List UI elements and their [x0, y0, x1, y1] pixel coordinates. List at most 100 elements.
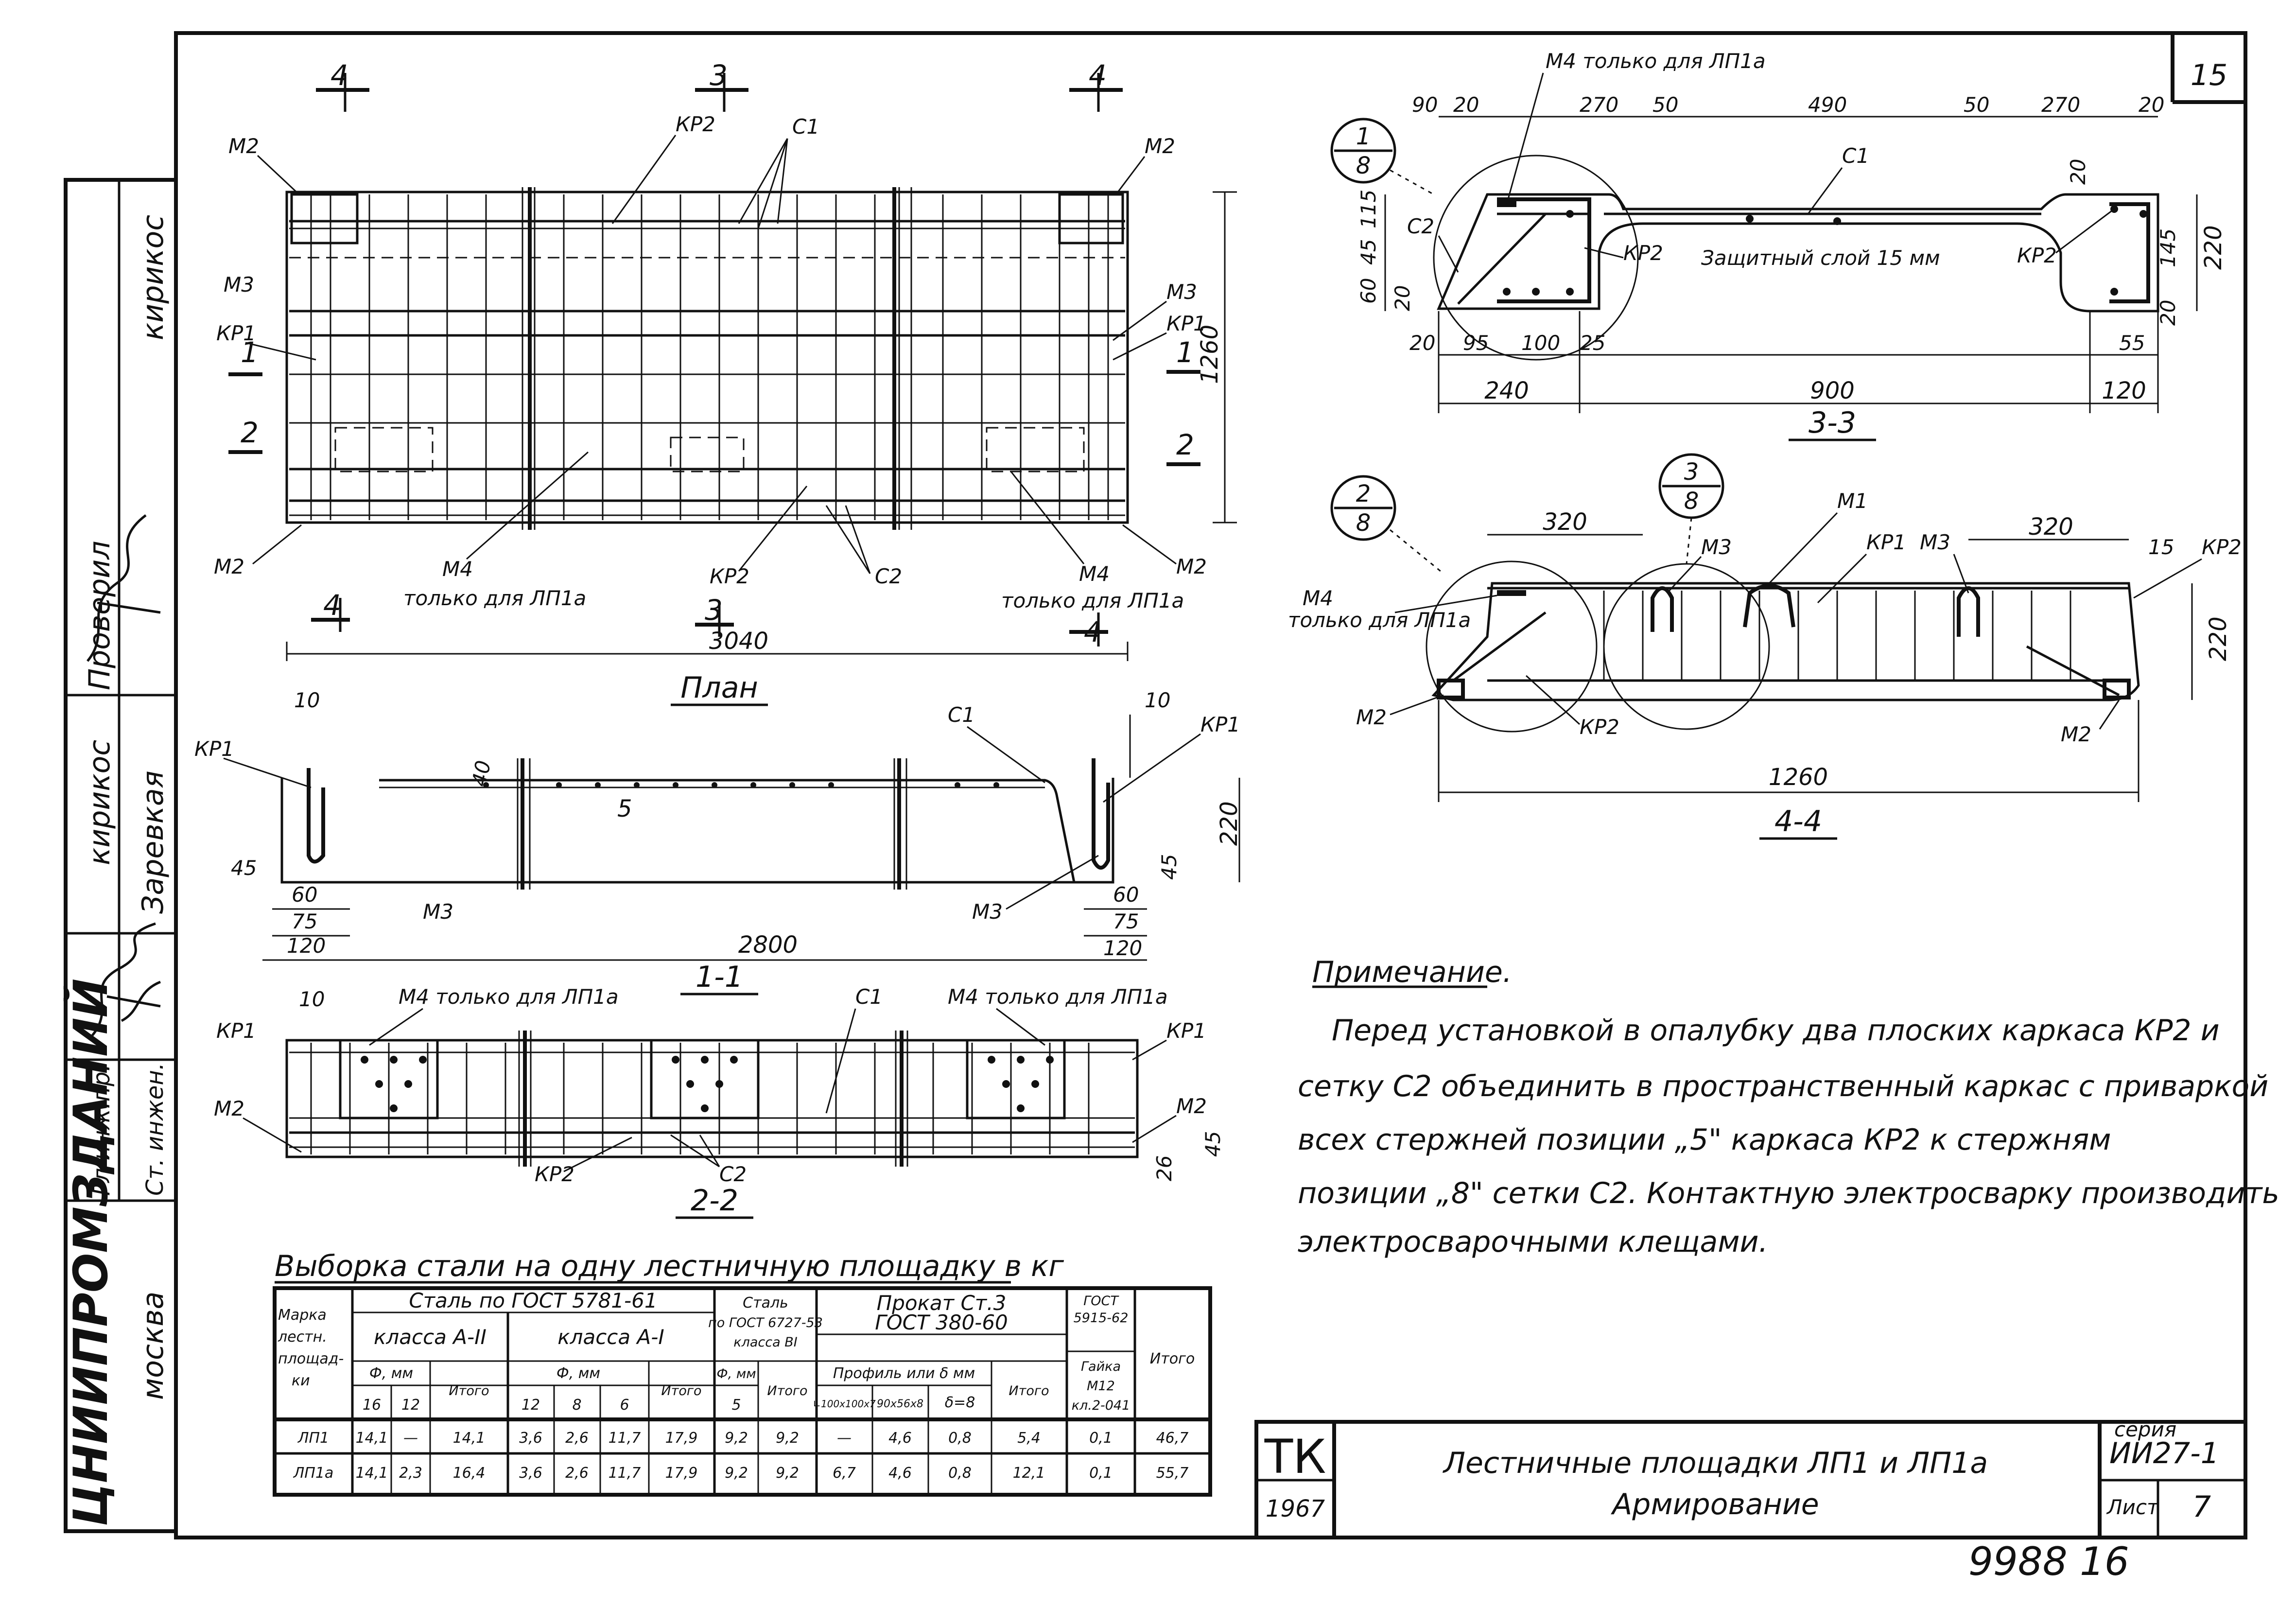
s44-label-m2-r: М2: [2061, 722, 2091, 746]
row1-a2-total: 14,1: [453, 1430, 486, 1447]
row1-a1-8: 2,6: [565, 1430, 589, 1447]
node-marker-1: [1330, 118, 1396, 184]
s11-dim-2800: 2800: [738, 931, 798, 959]
section-4-4: 2 8 3 8 М1 М3 КР1 М3 КР2 М4 только для Л…: [1288, 453, 2242, 840]
s33-label-cover: Защитный слой 15 мм: [1701, 246, 1940, 270]
s33-top-dim-6: 270: [2041, 93, 2080, 117]
th-b1-1: Сталь: [743, 1294, 788, 1311]
th-mark-2: лестн.: [278, 1328, 327, 1346]
s33-overall-0: 240: [1484, 377, 1529, 404]
row1-a1-6: 11,7: [609, 1430, 641, 1447]
row1-p3: 0,8: [948, 1430, 972, 1447]
row1-a1-12: 3,6: [519, 1430, 542, 1447]
th-a1-6: 6: [620, 1397, 629, 1414]
s44-dim-1260: 1260: [1769, 764, 1828, 791]
th-phi-a1: Ф, мм: [557, 1365, 600, 1382]
th-mark-4: ки: [292, 1372, 310, 1389]
s33-title: 3-3: [1809, 406, 1856, 440]
s33-top-dim-1: 20: [1453, 93, 1479, 117]
stamp-name-1: кирикос: [136, 215, 170, 340]
s22-label-c2: С2: [719, 1162, 747, 1186]
plan-label-m4-r-note: только для ЛП1а: [1001, 589, 1184, 612]
cut-mark-2-right: 2: [1176, 428, 1194, 461]
stamp-name-3: Заревкая: [136, 770, 170, 914]
plan-label-m4-l-note: только для ЛП1а: [403, 586, 586, 610]
row1-p1: —: [837, 1430, 852, 1447]
s44-label-m3: М3: [1701, 535, 1732, 559]
tb-series: ИИ27-1: [2109, 1436, 2219, 1470]
row2-mark: ЛП1а: [293, 1465, 334, 1482]
section-3-3: 1 8 М4 только для ЛП1а С1 С2 КР2 Защитны…: [1330, 49, 2227, 441]
th-itogo-b1: Итого: [767, 1383, 807, 1398]
row1-mark: ЛП1: [297, 1430, 329, 1447]
s22-dim-26: 26: [1152, 1155, 1176, 1181]
th-nut-3: кл.2-041: [1072, 1398, 1131, 1413]
th-gost380: ГОСТ 380-60: [875, 1311, 1008, 1334]
s22-label-m4-r: М4 только для ЛП1а: [948, 985, 1168, 1009]
s33-label-c1: С1: [1842, 144, 1869, 168]
cut-mark-2-left: 2: [241, 416, 259, 449]
s22-label-kr1-l: КР1: [216, 1019, 256, 1043]
plan-label-m2-tl: М2: [228, 134, 259, 158]
row2-p-total: 12,1: [1013, 1465, 1045, 1482]
s44-label-kr2-b: КР2: [1580, 715, 1619, 739]
th-a1-12: 12: [522, 1397, 540, 1414]
s33-label-m4: М4 только для ЛП1а: [1546, 49, 1766, 73]
s33-label-kr2-r: КР2: [2017, 244, 2057, 267]
plan-title: План: [680, 671, 758, 705]
s33-right-dim-2: 220: [2200, 225, 2227, 270]
steel-table: Выборка стали на одну лестничную площадк…: [273, 1249, 1212, 1497]
row2-a1-12: 3,6: [519, 1465, 542, 1482]
s11-dim-10-l: 10: [294, 688, 320, 712]
cut-mark-4-bottom-l: 4: [323, 589, 341, 622]
th-nut-2: М12: [1087, 1379, 1115, 1394]
s44-label-kr2-r: КР2: [2202, 535, 2242, 559]
th-a1-8: 8: [572, 1397, 581, 1414]
sheet-number: 15: [2191, 58, 2227, 92]
s33-label-c2: С2: [1407, 214, 1434, 238]
th-itogo-total: Итого: [1150, 1350, 1195, 1367]
th-mark-1: Марка: [278, 1307, 327, 1324]
section-1-1: КР1 С1 КР1 М3 М3 5 10 10 40 45 60 75 120…: [194, 688, 1243, 996]
plan-label-kr1-r: КР1: [1166, 312, 1206, 335]
s33-label-kr2-l: КР2: [1623, 241, 1663, 265]
row2-a2-16: 14,1: [356, 1465, 388, 1482]
note-line-5: электросварочными клещами.: [1298, 1225, 1768, 1259]
plan-dim-length: 3040: [709, 628, 768, 655]
plan-label-m4-r: М4: [1079, 562, 1110, 586]
node-2-num: 2: [1356, 480, 1371, 507]
th-class-a2: класса А-II: [374, 1325, 487, 1349]
s11-label-pos5: 5: [617, 795, 632, 822]
node-1-sheet: 8: [1356, 152, 1371, 179]
s11-dim-60-l: 60: [292, 883, 317, 907]
node-3-sheet: 8: [1684, 488, 1699, 515]
signature-3: [121, 980, 161, 1022]
row2-p1: 6,7: [833, 1465, 856, 1482]
s11-label-c1: С1: [948, 703, 975, 727]
th-b1-3: класса ВI: [733, 1335, 797, 1350]
plan-label-m2-tr: М2: [1145, 134, 1175, 158]
s44-label-kr1: КР1: [1866, 530, 1906, 554]
s11-dim-75-l: 75: [292, 909, 317, 933]
row2-b1-total: 9,2: [776, 1465, 799, 1482]
archive-number: 9988 16: [1968, 1539, 2129, 1584]
plan-dim-width: 1260: [1196, 325, 1223, 384]
note-line-2: сетку С2 объединить в пространственный к…: [1298, 1069, 2268, 1103]
row2-b1-5: 9,2: [725, 1465, 748, 1482]
s33-bottom-dim-4: 55: [2119, 331, 2145, 355]
s44-label-m3b: М3: [1920, 530, 1950, 554]
th-prof-3: δ=8: [945, 1394, 975, 1411]
tb-title-2: Армирование: [1610, 1487, 1819, 1521]
stamp-role-chief: Гл инж.пр.: [88, 1064, 115, 1196]
plan-label-c2: С2: [875, 564, 902, 588]
row1-p-total: 5,4: [1017, 1430, 1041, 1447]
s44-dim-320-r: 320: [2029, 513, 2073, 541]
s33-left-dim-0: 115: [1357, 190, 1380, 228]
s33-top-dim-2: 270: [1580, 93, 1618, 117]
note-line-1: Перед установкой в опалубку два плоских …: [1332, 1014, 2220, 1048]
row2-a1-6: 11,7: [609, 1465, 641, 1482]
note-line-4: позиции „8" сетки С2. Контактную электро…: [1298, 1176, 2279, 1210]
s33-top-dim-0: 90: [1412, 93, 1438, 117]
s22-label-m2-r: М2: [1176, 1094, 1207, 1118]
